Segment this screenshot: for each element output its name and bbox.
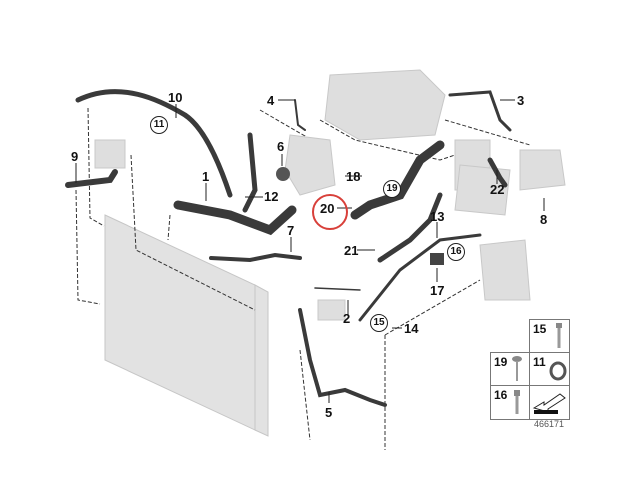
clamp-icon xyxy=(549,361,567,381)
callout-12: 12 xyxy=(264,189,279,204)
legend-cell-arrow xyxy=(529,385,570,420)
legend-cell-11: 11 xyxy=(529,352,570,387)
cap-part-6 xyxy=(276,167,290,181)
highlight-circle-20 xyxy=(312,194,348,230)
dashed-leaders xyxy=(75,107,531,450)
callout-5: 5 xyxy=(325,405,333,420)
callout-1: 1 xyxy=(202,169,210,184)
bolt-icon xyxy=(556,323,562,348)
legend-cell-16: 16 xyxy=(490,385,531,420)
hoses xyxy=(65,89,512,407)
legend-cell-15: 15 xyxy=(529,319,570,354)
callout-8: 8 xyxy=(540,212,548,227)
radiator xyxy=(104,214,269,437)
callout-10: 10 xyxy=(168,90,183,105)
circled-callout-16: 16 xyxy=(447,243,465,261)
callout-3: 3 xyxy=(517,93,525,108)
engine-components xyxy=(94,69,566,321)
screw-icon xyxy=(512,356,522,381)
diagram-reference-number: 466171 xyxy=(534,419,565,429)
callout-9: 9 xyxy=(71,149,79,164)
callout-13: 13 xyxy=(430,209,445,224)
circled-callout-11: 11 xyxy=(150,116,168,134)
callout-18: 18 xyxy=(346,169,361,184)
circled-callout-15: 15 xyxy=(370,314,388,332)
callout-7: 7 xyxy=(287,223,295,238)
callout-22: 22 xyxy=(490,182,505,197)
legend-cell-19: 19 xyxy=(490,352,531,387)
callout-2: 2 xyxy=(343,311,351,326)
direction-arrow-icon xyxy=(532,393,566,414)
callout-21: 21 xyxy=(344,243,359,258)
circled-callout-19: 19 xyxy=(383,180,401,198)
bolt-icon xyxy=(514,390,520,414)
callout-4: 4 xyxy=(267,93,275,108)
callout-17: 17 xyxy=(430,283,445,298)
callout-14: 14 xyxy=(404,321,419,336)
callout-6: 6 xyxy=(277,139,285,154)
part-17 xyxy=(430,253,444,265)
